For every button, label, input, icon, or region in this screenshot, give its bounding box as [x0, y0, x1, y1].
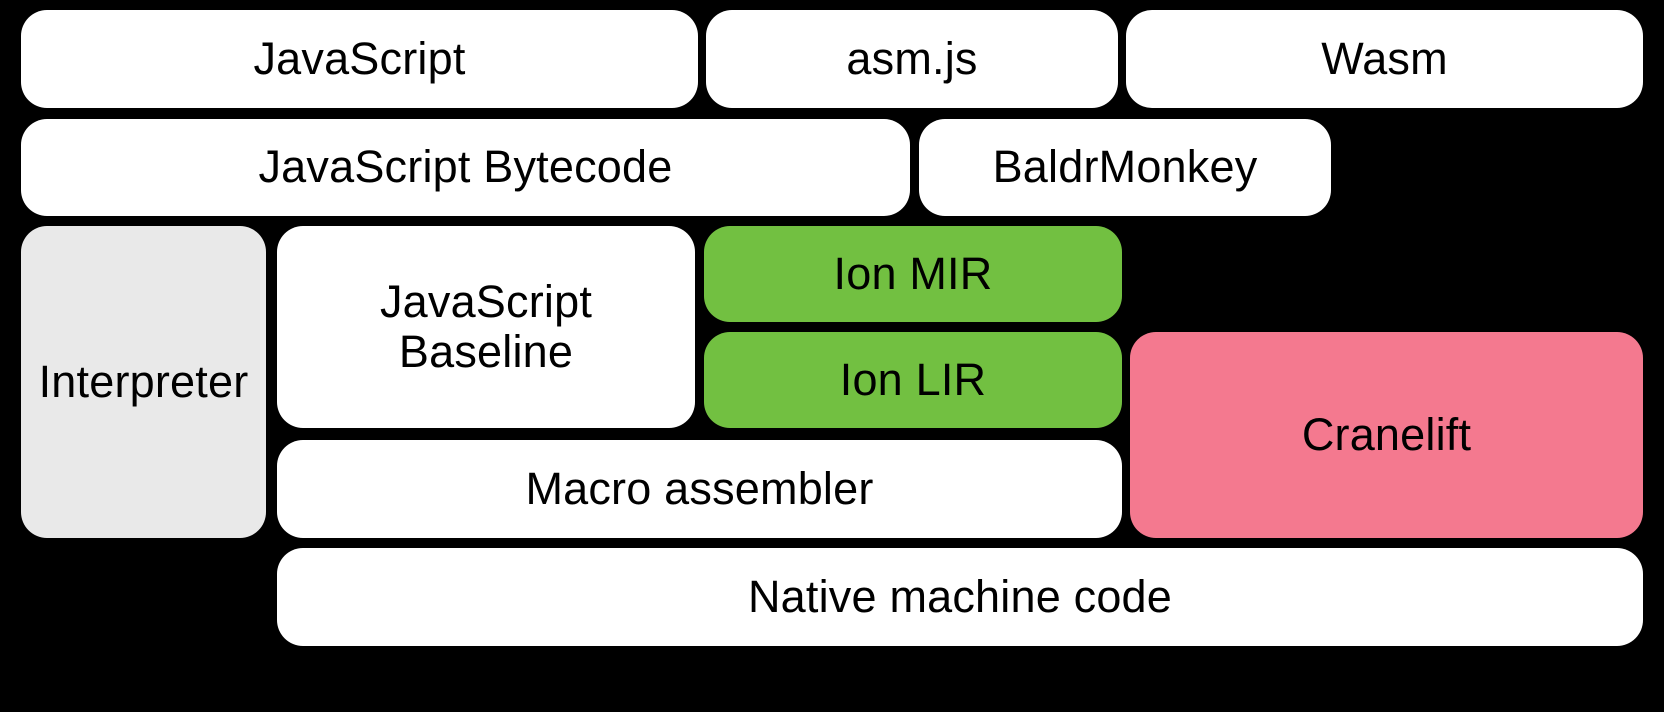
- node-javascript-baseline: JavaScript Baseline: [277, 226, 695, 428]
- node-wasm: Wasm: [1126, 10, 1643, 108]
- node-native-machine-code: Native machine code: [277, 548, 1643, 646]
- node-asm-js: asm.js: [706, 10, 1118, 108]
- node-label-javascript-bytecode: JavaScript Bytecode: [258, 141, 673, 193]
- node-ion-mir: Ion MIR: [704, 226, 1122, 322]
- node-javascript: JavaScript: [21, 10, 698, 108]
- node-label-javascript: JavaScript: [253, 32, 466, 84]
- node-label-cranelift: Cranelift: [1301, 408, 1472, 460]
- node-label-wasm: Wasm: [1321, 32, 1448, 84]
- node-label-native-machine-code: Native machine code: [747, 570, 1173, 622]
- node-label-ion-lir: Ion LIR: [839, 353, 987, 405]
- node-label-interpreter: Interpreter: [38, 355, 249, 407]
- node-label-ion-mir: Ion MIR: [833, 247, 993, 299]
- node-label-asm-js: asm.js: [846, 32, 978, 84]
- node-label-macro-assembler: Macro assembler: [525, 462, 874, 514]
- node-javascript-bytecode: JavaScript Bytecode: [21, 119, 910, 216]
- node-label-baldrmonkey: BaldrMonkey: [992, 141, 1258, 193]
- node-baldrmonkey: BaldrMonkey: [919, 119, 1331, 216]
- node-cranelift: Cranelift: [1130, 332, 1643, 538]
- node-interpreter: Interpreter: [21, 226, 266, 538]
- node-macro-assembler: Macro assembler: [277, 440, 1122, 538]
- node-ion-lir: Ion LIR: [704, 332, 1122, 428]
- node-label-javascript-baseline: JavaScript Baseline: [379, 275, 593, 377]
